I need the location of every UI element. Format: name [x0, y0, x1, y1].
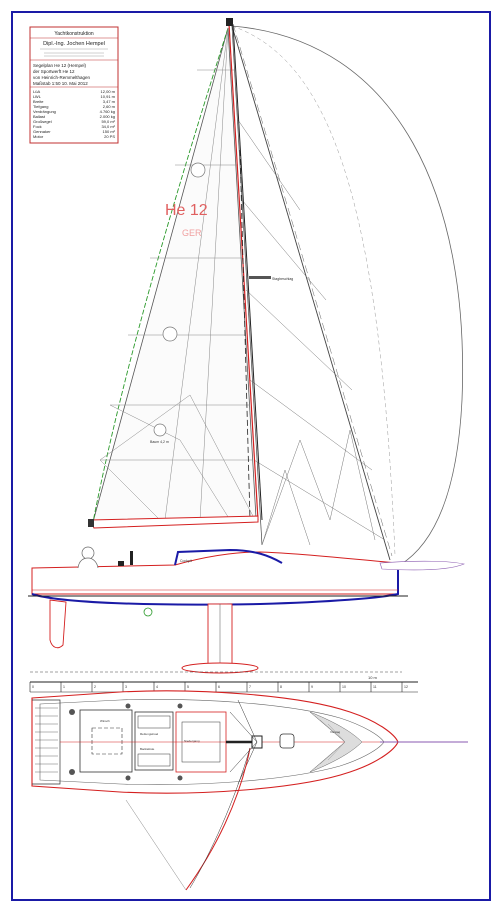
- scale-tick-label: 2: [94, 685, 96, 689]
- title-block-line-4: Maßstab 1:50 10. Mai 2012: [33, 81, 88, 86]
- title-block-line-1: Segelplan He 12 (Hempel): [33, 63, 87, 68]
- spec-value: 59,0 m²: [101, 119, 115, 124]
- scale-tick-label: 5: [187, 685, 189, 689]
- title-block-header: Yachtkonstruktion: [54, 31, 94, 37]
- spec-value: 34,0 m²: [101, 124, 115, 129]
- deck-plan: Rettungsinsel Backskiste Niedergang Wins…: [31, 690, 468, 891]
- cabin-top-plan: [134, 711, 174, 771]
- forestay-note: Vorstag: [330, 730, 341, 734]
- propeller: [143, 607, 153, 617]
- jib-luff: [231, 25, 263, 546]
- spec-label: Gennaker: [33, 129, 51, 134]
- spec-label: Breite: [33, 99, 44, 104]
- gennaker-outline: [231, 25, 463, 566]
- backstay-inner: [239, 149, 251, 521]
- scale-tick-label: 8: [280, 685, 282, 689]
- sheet-border: [11, 11, 491, 901]
- title-block-line-2: der Sportwerft He 12: [33, 69, 75, 74]
- shroud-lines: [229, 699, 258, 785]
- mast: Stagbeschlag: [226, 18, 393, 557]
- scale-tick-label: 11: [373, 685, 377, 689]
- cockpit-grating: [35, 707, 58, 773]
- jib-panels: [237, 119, 386, 546]
- spec-label: Fock: [33, 124, 42, 129]
- deck-label-2: Backskiste: [140, 747, 155, 751]
- scale-tick-label: 10: [342, 685, 346, 689]
- scale-tick-label: 4: [156, 685, 158, 689]
- helmsman-body: [77, 557, 99, 569]
- spreader-fitting: [249, 276, 271, 279]
- mainsail-leech: [92, 27, 229, 523]
- spec-label: Tiefgang: [33, 104, 48, 109]
- spec-value: 12,00 m: [101, 89, 116, 94]
- scale-tick-label: 7: [249, 685, 251, 689]
- scale-tick-label: 12: [404, 685, 408, 689]
- spec-label: Großsegel: [33, 119, 52, 124]
- spec-label: Verdrängung: [33, 109, 56, 114]
- spec-label: Ballast: [33, 114, 46, 119]
- fore-hatch: [279, 733, 295, 749]
- masthead: [226, 18, 233, 26]
- mast-fitting-label: Stagbeschlag: [272, 277, 293, 281]
- title-block: Yachtkonstruktion Dipl.-Ing. Jochen Hemp…: [29, 26, 119, 144]
- scale-tick-label: 0: [32, 685, 34, 689]
- helmsman-head: [81, 546, 95, 560]
- winches: [69, 703, 183, 781]
- keel: [143, 603, 259, 674]
- sail-mark: He 12: [165, 202, 208, 219]
- waterline: [31, 563, 399, 606]
- spec-value: 2,60 m: [103, 104, 116, 109]
- cabin-top: [174, 548, 283, 566]
- spec-label: Motor: [33, 134, 44, 139]
- sail-number: GER: [182, 228, 202, 238]
- spec-value: 3,47 m: [103, 99, 116, 104]
- foredeck-net: [309, 711, 363, 773]
- gennaker-luff: [231, 25, 396, 556]
- scale-tick-label: 6: [218, 685, 220, 689]
- spec-value: 4.760 kg: [100, 109, 115, 114]
- scale-tick-label: 1: [63, 685, 65, 689]
- title-block-designer: Dipl.-Ing. Jochen Hempel: [43, 41, 105, 47]
- boom-label: Baum 4,2 m: [150, 440, 169, 444]
- boom-sweep: [185, 747, 251, 891]
- spec-label: LWL: [33, 94, 42, 99]
- spec-value: 150 m²: [103, 129, 116, 134]
- scale-label: 10 m: [368, 675, 378, 680]
- mainsheet-arc: [125, 799, 187, 891]
- scale-tick-label: 3: [125, 685, 127, 689]
- forestay: [231, 25, 391, 561]
- cockpit-well: [79, 709, 133, 773]
- bowsprit: [379, 560, 465, 571]
- boom: Baum 4,2 m: [88, 440, 259, 529]
- foredeck-net-lines: [314, 715, 346, 769]
- deck-label-1: Rettungsinsel: [140, 732, 159, 736]
- cockpit-label: Cockpit: [180, 559, 192, 563]
- scale-tick-label: 9: [311, 685, 313, 689]
- spec-value: 2.000 kg: [100, 114, 115, 119]
- spec-value: 10,91 m: [101, 94, 116, 99]
- keel-bulb: [181, 662, 259, 674]
- hull-profile: Cockpit: [28, 546, 465, 606]
- deck-label-3: Niedergang: [184, 739, 200, 743]
- deck-label-4: Winsch: [100, 719, 110, 723]
- spec-label: LüA: [33, 89, 40, 94]
- title-block-line-3: von Heinrich-Remmelthagen: [33, 75, 91, 80]
- rudder: [49, 599, 67, 649]
- spec-value: 20 PS: [104, 134, 115, 139]
- spec-table: LüA 12,00 m LWL 10,91 m Breite 3,47 m Tiefgang…: [33, 89, 116, 139]
